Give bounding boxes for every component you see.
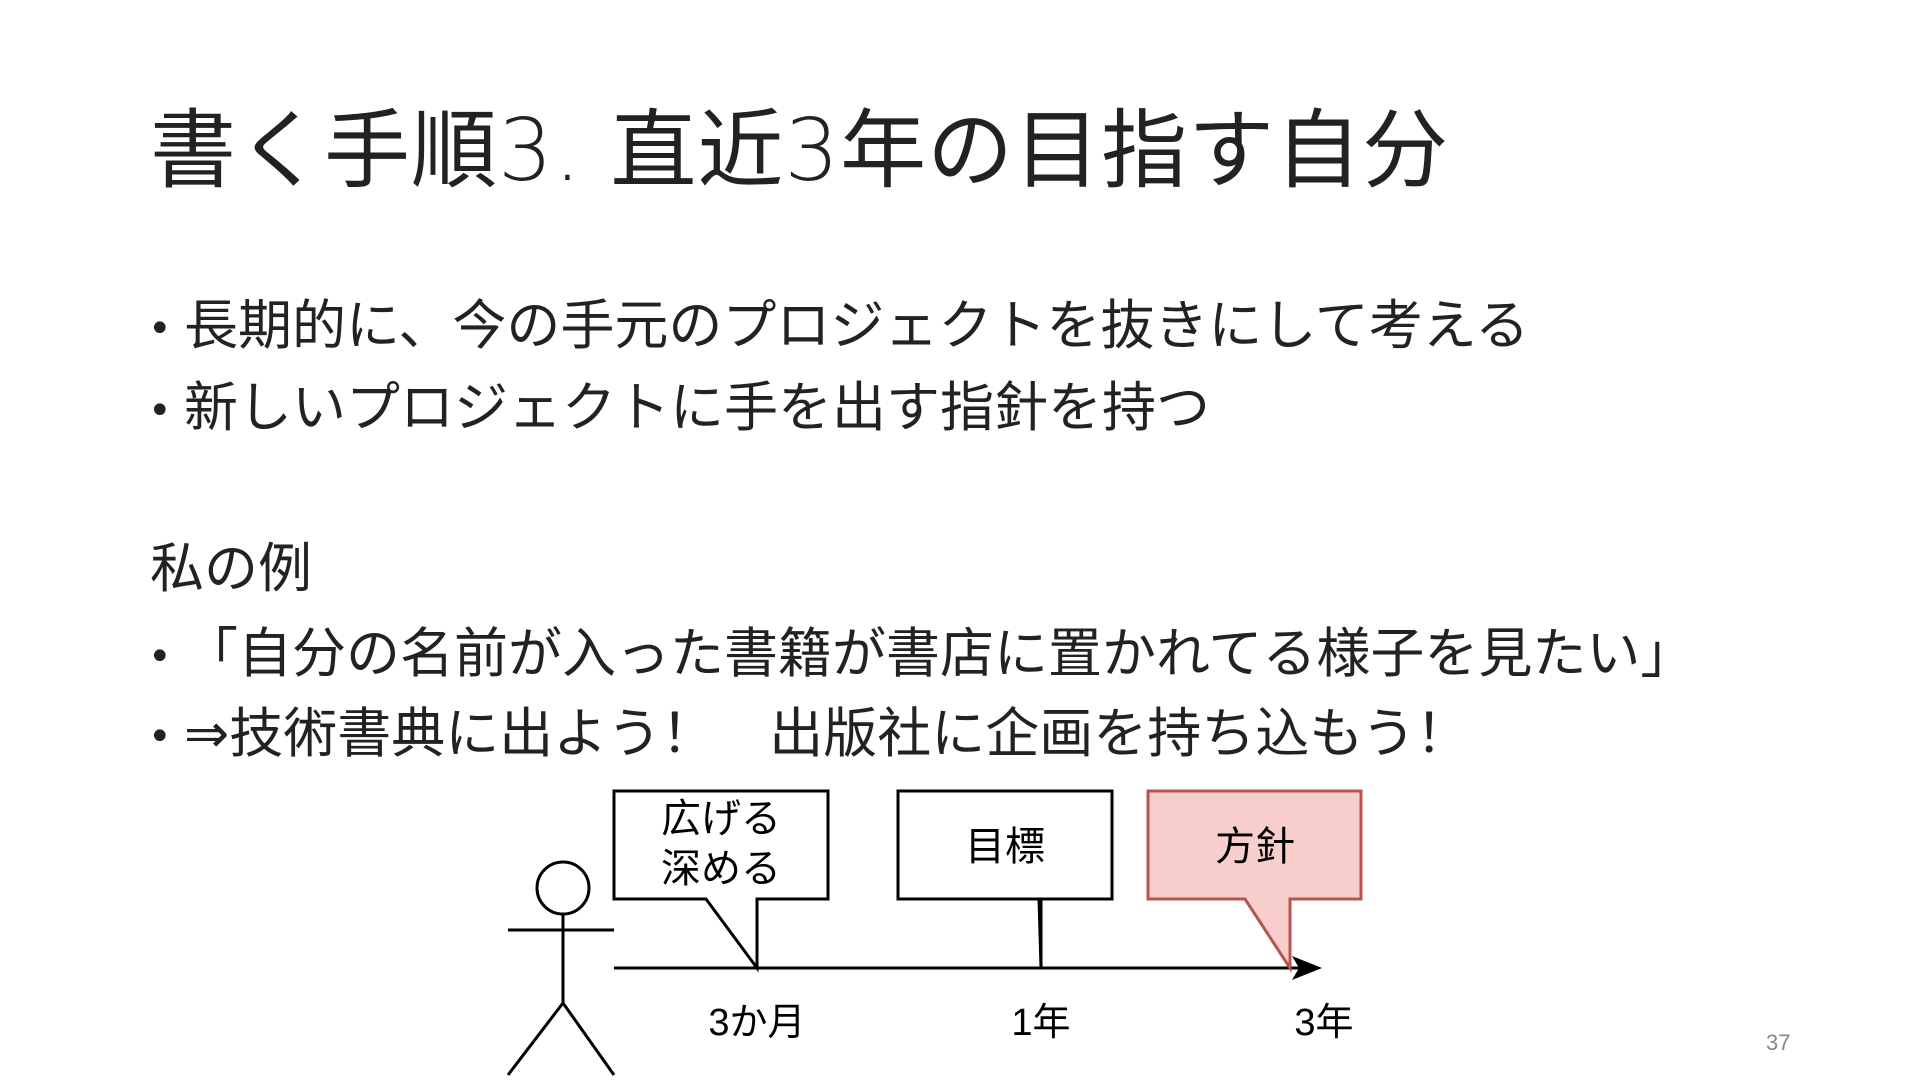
callout-text-line1: 広げる (661, 797, 781, 841)
bullet-item: •新しいプロジェクトに手を出す指針を持つ (148, 381, 1210, 435)
tick-label-3-years: 3年 (1294, 1002, 1353, 1044)
tick-label-1-year: 1年 (1011, 1002, 1070, 1044)
bullet-dot-icon: • (148, 388, 172, 435)
bullet-item: •長期的に、今の手元のプロジェクトを抜きにして考える (148, 299, 1529, 353)
bullet-text: 「自分の名前が入った書籍が書店に置かれてる様子を見たい」 (184, 622, 1695, 685)
slide-title: 書く手順3. 直近3年の目指す自分 (150, 101, 1450, 201)
arrow-head-icon (1292, 956, 1322, 980)
example-heading: 私の例 (150, 537, 312, 600)
bullet-text: ⇒技術書典に出よう！ 出版社に企画を持ち込もう！ (184, 702, 1470, 765)
callout-policy: 方針 (1146, 789, 1363, 974)
example-bullet-item: •⇒技術書典に出よう！ 出版社に企画を持ち込もう！ (148, 707, 1470, 761)
page-number: 37 (1766, 1030, 1791, 1055)
bullet-dot-icon: • (148, 306, 172, 353)
callout-text: 目標 (965, 825, 1045, 869)
bullet-dot-icon: • (148, 714, 172, 761)
bullet-dot-icon: • (148, 634, 172, 681)
stick-figure-icon (506, 860, 616, 1076)
tick-label-3-months: 3か月 (708, 1002, 805, 1044)
callout-text: 方針 (1215, 825, 1295, 869)
callout-text-line2: 深める (661, 847, 781, 891)
callout-goal: 目標 (896, 789, 1114, 969)
bullet-text: 長期的に、今の手元のプロジェクトを抜きにして考える (184, 294, 1530, 357)
timeline-axis (614, 956, 1322, 980)
example-bullet-item: •「自分の名前が入った書籍が書店に置かれてる様子を見たい」 (148, 627, 1694, 681)
callout-expand-deepen: 広げる 深める (612, 789, 830, 973)
bullet-text: 新しいプロジェクトに手を出す指針を持つ (184, 376, 1210, 439)
